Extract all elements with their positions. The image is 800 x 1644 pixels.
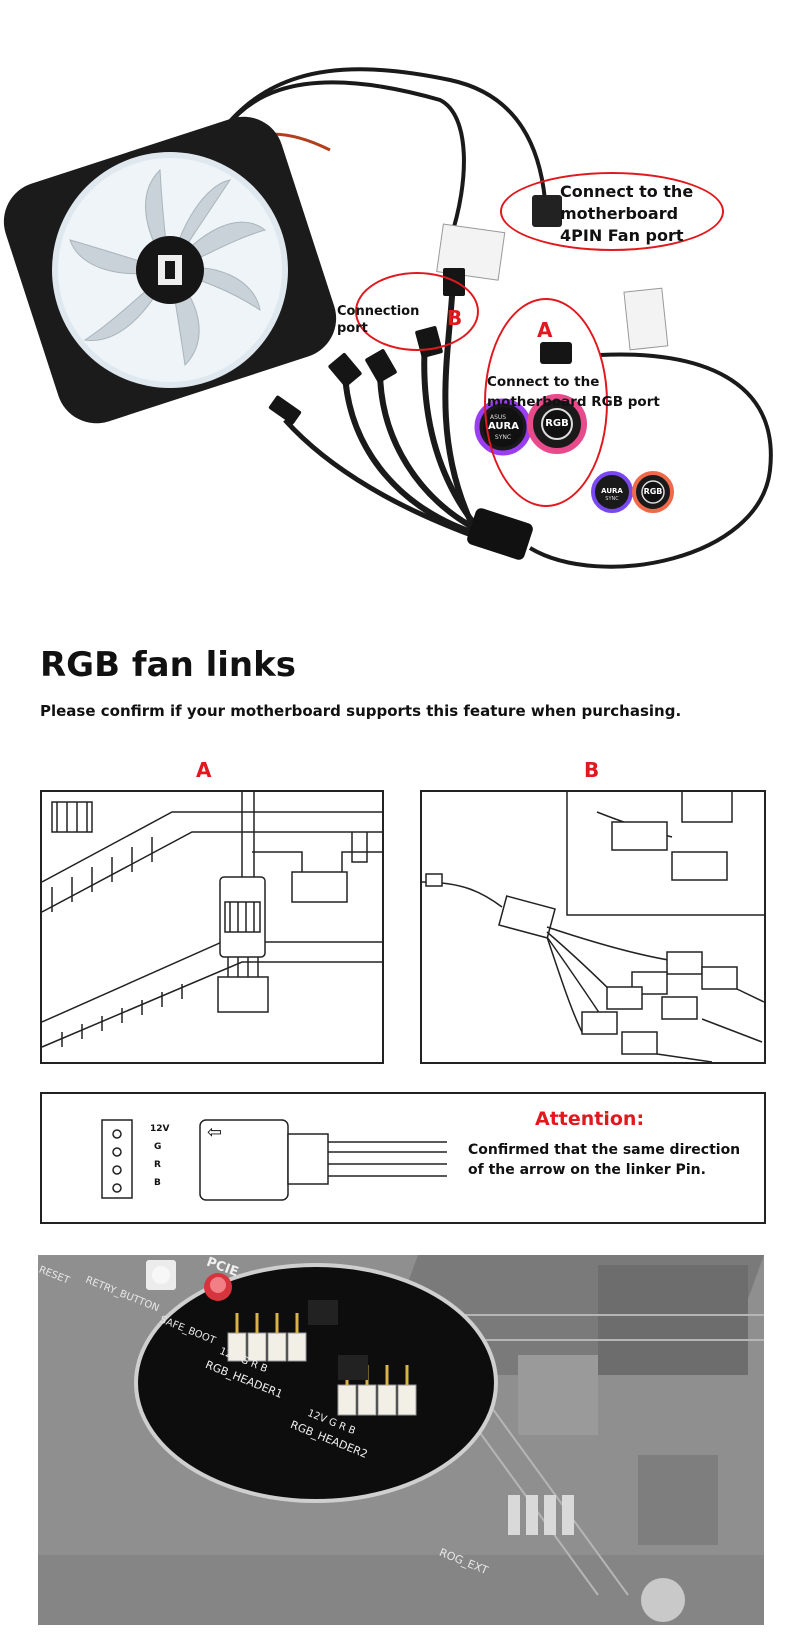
section-title: RGB fan links <box>40 645 296 685</box>
splitter-cable-illustration <box>422 792 764 1062</box>
attention-box: 12V G R B ⇦ Attention: Confirmed that th… <box>40 1092 766 1224</box>
sync-text-small: SYNC <box>605 496 619 502</box>
rgb-port-highlight <box>484 298 608 507</box>
rgb-badge-small <box>632 471 674 513</box>
arrow-icon: ⇦ <box>207 1122 223 1143</box>
panel-a-label: A <box>196 758 212 782</box>
pin-label-12v: 12V <box>150 1124 170 1134</box>
panel-a-motherboard-diagram <box>40 790 384 1064</box>
attention-text: Confirmed that the same direction of the… <box>468 1142 741 1178</box>
splitter-hub <box>467 508 533 560</box>
motherboard-rgb-header-photo: RESET RETRY_BUTTON SAFE_BOOT PCIE RGB_HE… <box>38 1255 764 1625</box>
callout-rgb-port: Connect to the motherboard RGB port <box>487 374 660 410</box>
label-b-top: B <box>447 306 463 330</box>
rgb-text-large: RGB <box>545 418 569 429</box>
pin-label-r: R <box>154 1160 161 1170</box>
callout-connection-port: Connection port <box>337 304 420 336</box>
fan-port-highlight <box>500 172 724 251</box>
aura-text-large: AURA <box>488 421 519 432</box>
label-a-top: A <box>537 318 553 342</box>
panel-b-label: B <box>584 758 600 782</box>
section-subtitle: Please confirm if your motherboard suppo… <box>40 702 682 720</box>
motherboard-photo-illustration <box>38 1255 764 1625</box>
asus-logo-text: ASUS <box>490 414 507 421</box>
fan-cable-diagram: Connect to the motherboard 4PIN Fan port… <box>0 0 800 600</box>
fan-cable-illustration <box>3 67 773 569</box>
motherboard-header-illustration <box>42 792 382 1048</box>
pin-label-g: G <box>154 1142 162 1152</box>
attention-title: Attention: <box>535 1108 645 1130</box>
pin-direction-illustration <box>101 1119 447 1201</box>
aura-sync-badge-small <box>591 471 633 513</box>
pin-label-b: B <box>154 1178 161 1188</box>
connection-port-highlight <box>355 272 479 351</box>
rgb-text-small: RGB <box>643 487 663 496</box>
sync-text-large: SYNC <box>494 434 512 441</box>
panel-b-splitter-diagram <box>420 790 766 1064</box>
callout-fan-port: Connect to the motherboard 4PIN Fan port <box>560 182 694 245</box>
aura-text-small: AURA <box>601 487 623 495</box>
fan <box>3 116 337 424</box>
